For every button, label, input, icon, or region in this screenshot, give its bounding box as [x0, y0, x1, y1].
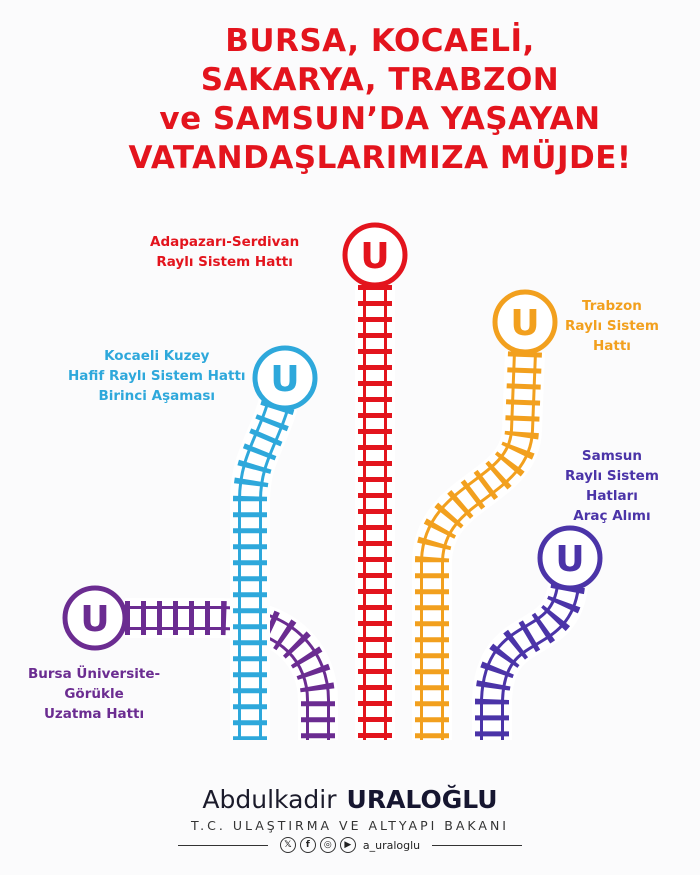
- facebook-icon[interactable]: f: [299, 837, 316, 853]
- instagram-icon[interactable]: ◎: [319, 837, 336, 853]
- badge-kocaeli-u: U: [270, 359, 299, 400]
- headline: BURSA, KOCAELİ, SAKARYA, TRABZON ve SAMS…: [0, 22, 700, 178]
- track-kocaeli-ties: [233, 399, 295, 740]
- youtube-icon[interactable]: ▶: [339, 837, 356, 853]
- badge-trabzon-circle: [492, 289, 558, 355]
- headline-line: ve SAMSUN’DA YAŞAYAN: [159, 101, 601, 137]
- headline-line: SAKARYA, TRABZON: [200, 62, 560, 98]
- last-name: URALOĞLU: [346, 785, 498, 814]
- track-bursa-ties: [125, 601, 335, 740]
- badge-trabzon-u: U: [510, 303, 539, 344]
- badge-samsun-circle: [537, 525, 603, 591]
- headline-line: BURSA, KOCAELİ,: [225, 23, 535, 59]
- divider: [177, 844, 268, 846]
- badge-bursa-u: U: [80, 599, 109, 640]
- badge-sakarya-u: U: [360, 236, 389, 277]
- x-icon[interactable]: 𝕏: [279, 837, 296, 853]
- badge-samsun-u: U: [555, 539, 584, 580]
- minister-title: T.C. ULAŞTIRMA VE ALTYAPI BAKANI: [191, 818, 509, 833]
- badge-bursa-circle: [62, 585, 128, 651]
- track-samsun-ties: [475, 582, 585, 740]
- first-name: Abdulkadir: [202, 785, 337, 814]
- badge-sakarya-circle: [342, 222, 408, 288]
- social-bar: 𝕏 f ◎ ▶ a_uraloglu: [0, 837, 700, 853]
- divider: [432, 844, 523, 846]
- headline-line: VATANDAŞLARIMIZA MÜJDE!: [128, 140, 632, 176]
- badge-kocaeli-circle: [252, 345, 318, 411]
- minister-name: Abdulkadir URALOĞLU: [0, 785, 700, 814]
- track-trabzon-ties: [415, 351, 542, 740]
- social-handle[interactable]: a_uraloglu: [362, 838, 421, 852]
